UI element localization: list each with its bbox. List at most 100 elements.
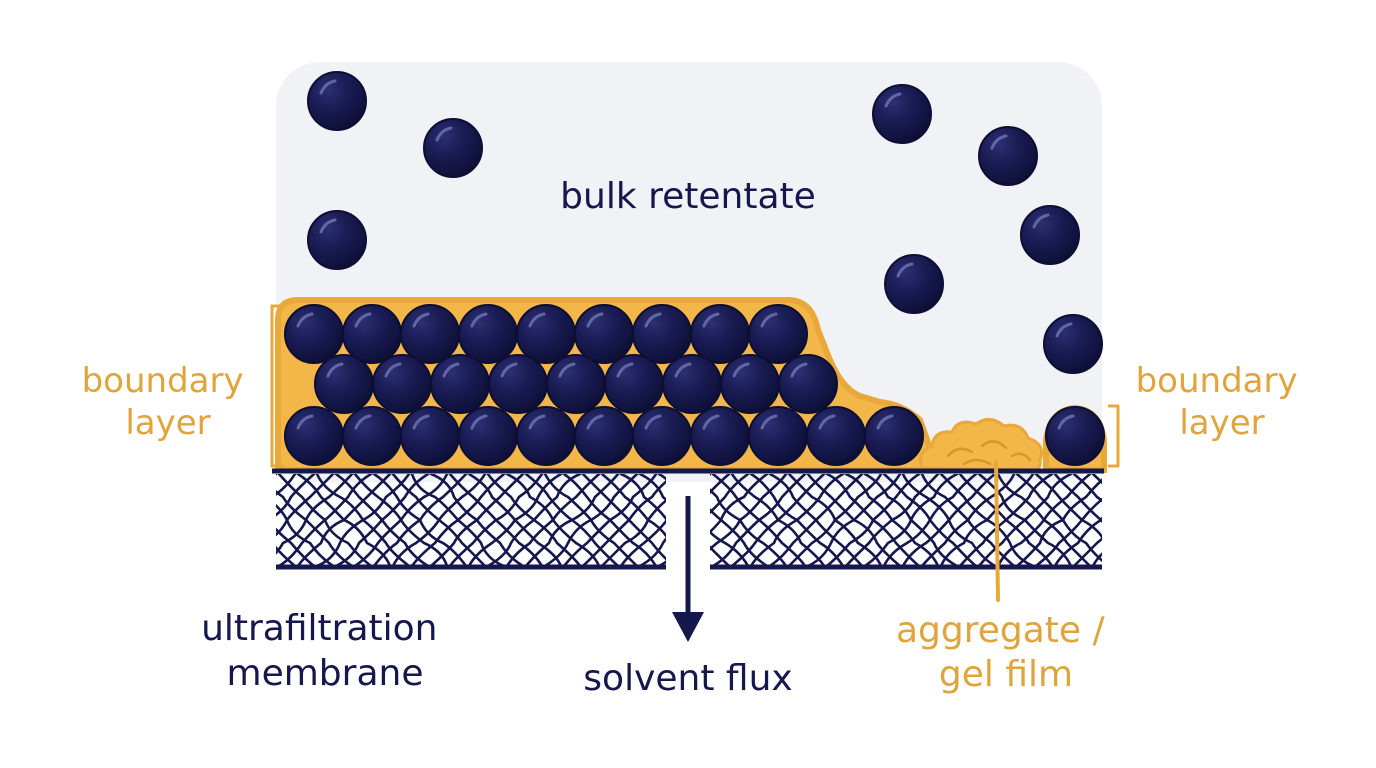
particle bbox=[690, 406, 750, 466]
particle bbox=[720, 354, 780, 414]
particle bbox=[978, 126, 1038, 186]
membrane-fiber bbox=[353, 474, 449, 566]
particle bbox=[1020, 205, 1080, 265]
membrane-fiber bbox=[749, 474, 845, 566]
particle bbox=[458, 304, 518, 364]
particle bbox=[632, 406, 692, 466]
membrane-fiber bbox=[638, 536, 666, 566]
particle bbox=[574, 304, 634, 364]
bulk-retentate-label: bulk retentate bbox=[560, 176, 816, 217]
membrane-fiber bbox=[710, 474, 788, 551]
membrane-fiber bbox=[730, 474, 826, 566]
membrane-fiber bbox=[939, 474, 1035, 566]
membrane-fiber bbox=[996, 474, 1092, 566]
particle bbox=[516, 304, 576, 364]
membrane-fiber bbox=[1091, 474, 1102, 485]
particle bbox=[488, 354, 548, 414]
particle bbox=[604, 354, 664, 414]
particle bbox=[864, 406, 924, 466]
membrane-fiber bbox=[467, 474, 563, 566]
membrane-fiber bbox=[562, 474, 658, 566]
particle bbox=[884, 254, 944, 314]
particle bbox=[400, 406, 460, 466]
membrane-fiber bbox=[429, 474, 525, 566]
boundary-layer-label-right: boundary layer bbox=[1136, 361, 1309, 443]
particle bbox=[872, 84, 932, 144]
membrane-fiber bbox=[581, 479, 666, 566]
particle bbox=[778, 354, 838, 414]
membrane-fiber bbox=[1091, 552, 1102, 566]
boundary-layer-label-right-line2: layer bbox=[1179, 403, 1264, 443]
membrane-fiber bbox=[1053, 516, 1102, 566]
particle bbox=[1043, 314, 1103, 374]
membrane-fiber bbox=[619, 474, 666, 521]
particle bbox=[307, 71, 367, 131]
membrane-fiber bbox=[276, 474, 278, 476]
membrane-fiber bbox=[1072, 537, 1102, 566]
membrane-fiber bbox=[391, 474, 487, 566]
aggregate-gel-film bbox=[918, 418, 1043, 472]
boundary-layer-label-left-line2: layer bbox=[125, 403, 210, 443]
particle bbox=[806, 406, 866, 466]
membrane-fiber bbox=[600, 498, 666, 566]
membrane-fiber bbox=[710, 474, 750, 515]
aggregate-leader-line bbox=[994, 460, 1000, 602]
membrane-fiber bbox=[825, 474, 921, 566]
boundary-layer-label-left-line1: boundary bbox=[82, 361, 244, 401]
membrane-fiber bbox=[619, 519, 666, 566]
membrane-fiber bbox=[276, 564, 278, 566]
particle bbox=[690, 304, 750, 364]
particle bbox=[284, 304, 344, 364]
aggregate-label-line1: aggregate / bbox=[896, 610, 1106, 651]
boundary-layer-bracket-left bbox=[270, 304, 284, 468]
particle bbox=[307, 210, 367, 270]
solvent-flux-arrow bbox=[672, 496, 704, 642]
particle bbox=[342, 304, 402, 364]
membrane-fiber bbox=[315, 474, 411, 566]
solvent-flux-label: solvent flux bbox=[583, 658, 792, 699]
membrane-fiber bbox=[505, 474, 601, 566]
aggregate-gel-film-label: aggregate / gel film bbox=[896, 610, 1116, 695]
membrane-label-line1: ultrafiltration bbox=[201, 608, 437, 649]
membrane-fiber bbox=[276, 474, 335, 537]
boundary-layer-bracket-right bbox=[1108, 404, 1120, 468]
particle bbox=[1045, 406, 1105, 466]
boundary-layer-label-right-line1: boundary bbox=[1136, 361, 1298, 401]
particle bbox=[748, 304, 808, 364]
particle bbox=[662, 354, 722, 414]
membrane-fiber bbox=[296, 474, 392, 566]
particle bbox=[400, 304, 460, 364]
particle bbox=[423, 118, 483, 178]
membrane-label-line2: membrane bbox=[227, 653, 424, 694]
membrane-fiber bbox=[543, 474, 639, 566]
membrane-fiber bbox=[276, 474, 354, 555]
membrane-fiber bbox=[486, 474, 582, 566]
membrane-mesh-left bbox=[276, 474, 666, 566]
particle bbox=[748, 406, 808, 466]
membrane-fiber bbox=[844, 474, 940, 566]
membrane-fiber bbox=[334, 474, 430, 566]
membrane-fiber bbox=[787, 474, 883, 566]
membrane-fiber bbox=[1034, 497, 1102, 566]
membrane-fiber bbox=[638, 474, 666, 502]
membrane-fiber bbox=[276, 545, 297, 566]
membrane-fiber bbox=[920, 474, 1016, 566]
particle bbox=[546, 354, 606, 414]
membrane-fiber bbox=[1072, 474, 1102, 503]
membrane-fiber bbox=[863, 474, 959, 566]
membrane-fiber bbox=[710, 530, 750, 566]
membrane-mesh-right bbox=[710, 474, 1102, 566]
particle bbox=[516, 406, 576, 466]
particle bbox=[342, 406, 402, 466]
membrane-fiber bbox=[524, 474, 620, 566]
particle bbox=[430, 354, 490, 414]
membrane-fiber bbox=[901, 474, 997, 566]
retained-particles bbox=[284, 71, 1105, 466]
particle bbox=[314, 354, 374, 414]
boundary-layer-label-left: boundary layer bbox=[82, 361, 255, 443]
membrane-label: ultrafiltration membrane bbox=[201, 608, 449, 694]
membrane-fiber bbox=[276, 474, 297, 496]
particle bbox=[574, 406, 634, 466]
